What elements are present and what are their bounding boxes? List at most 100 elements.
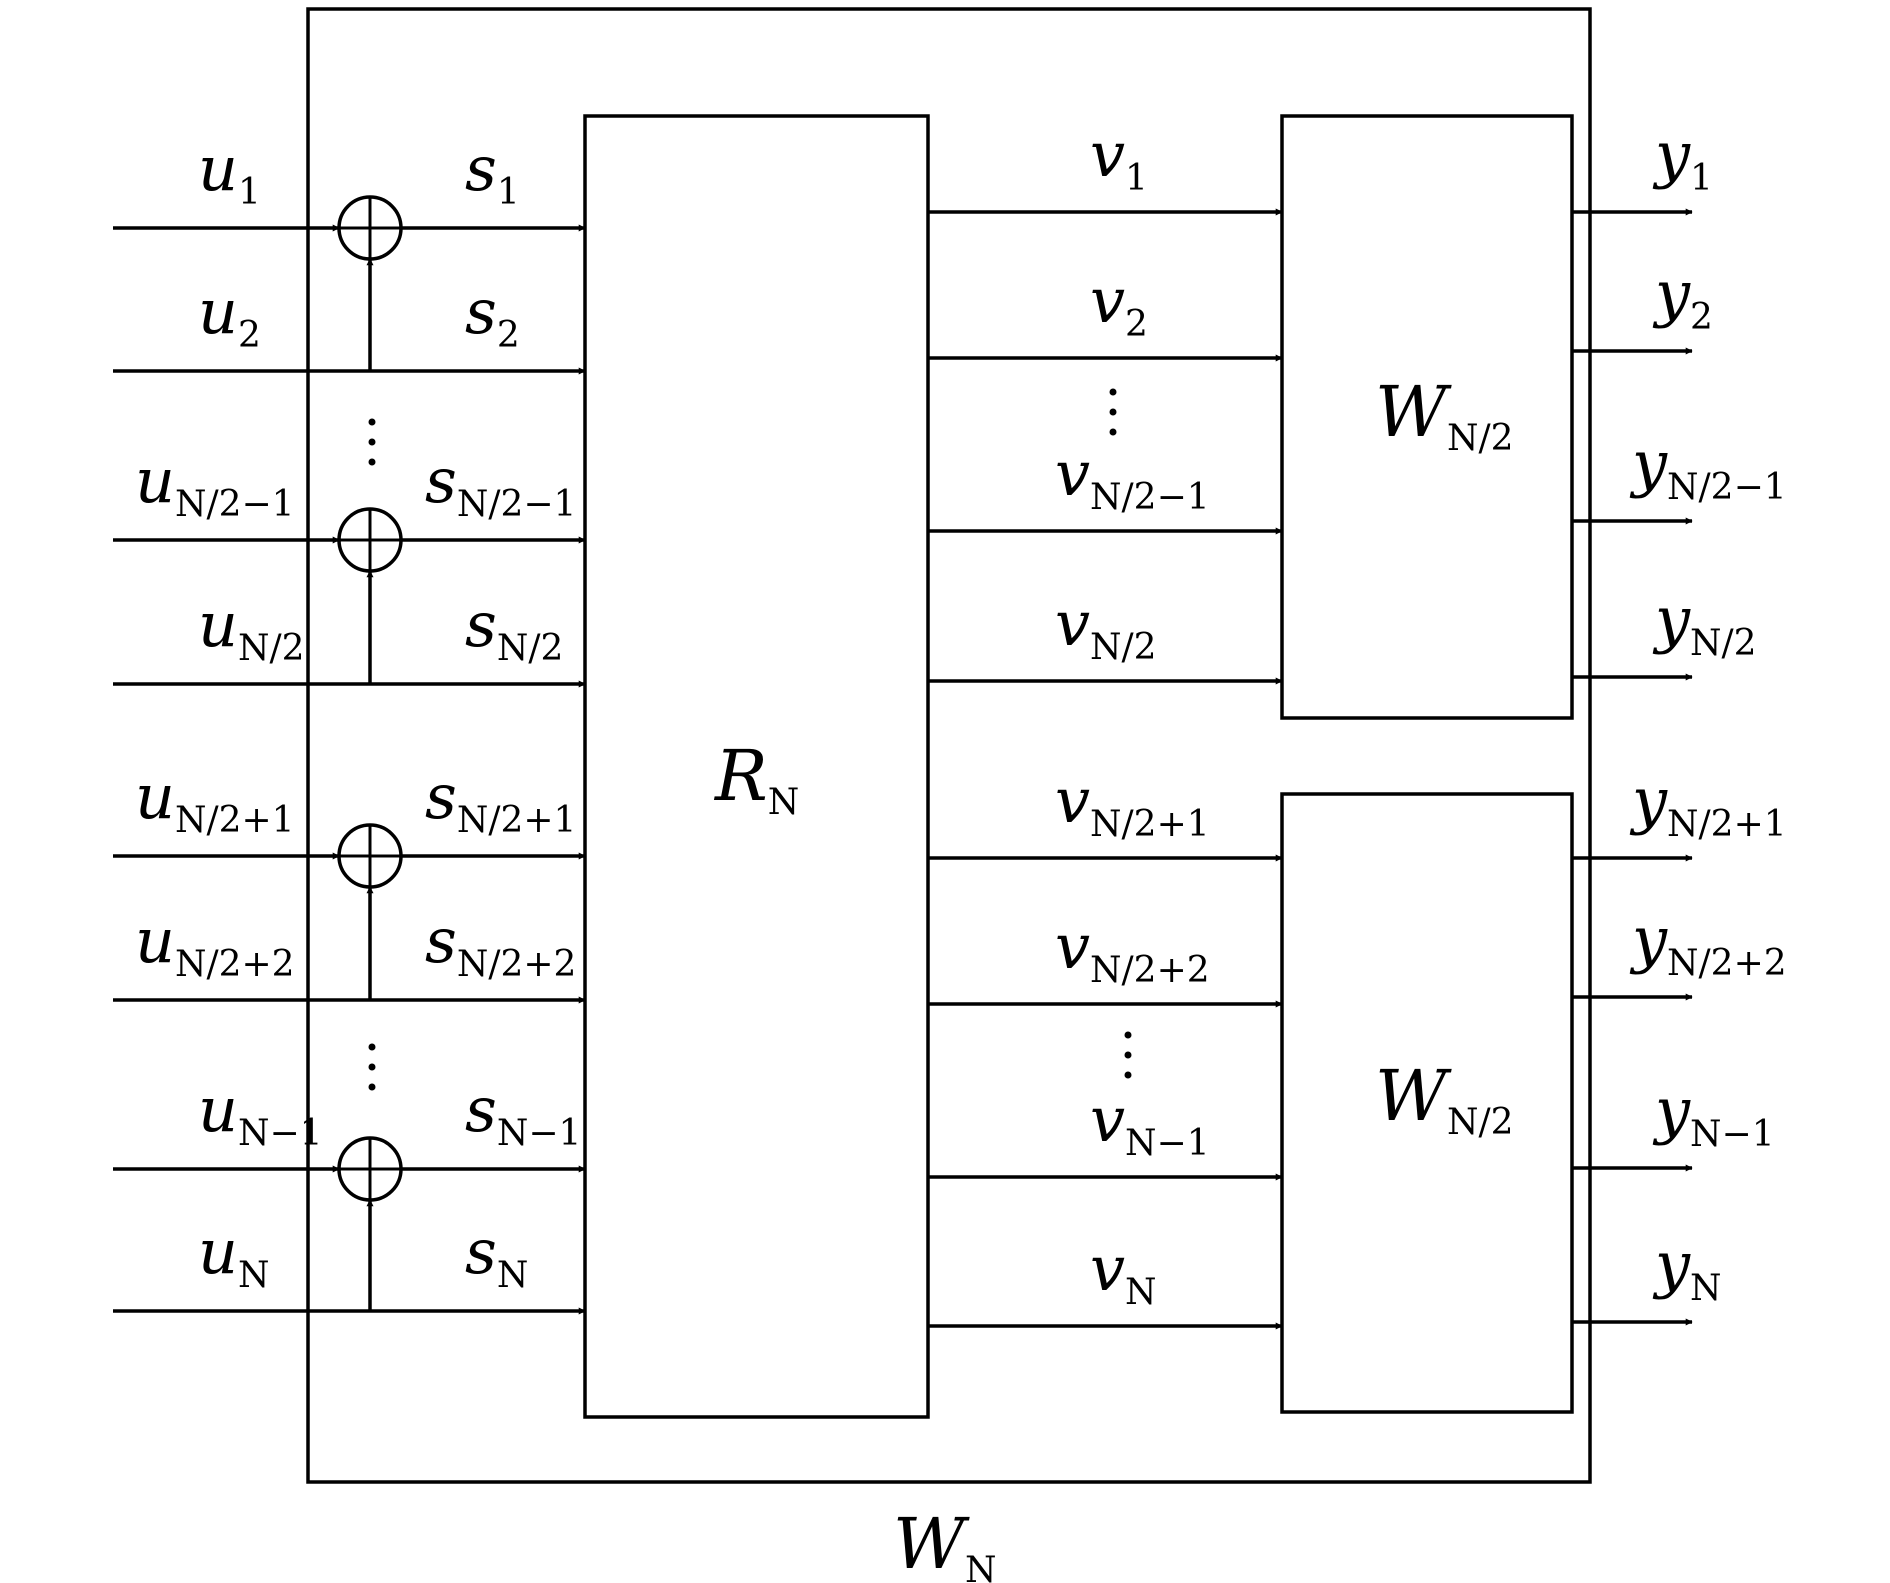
output-label-2-subscript: 2 bbox=[1690, 297, 1713, 338]
input-label-8-subscript: N bbox=[238, 1255, 270, 1296]
ellipsis-left-upper bbox=[368, 418, 376, 466]
s-label-7: sN−1 bbox=[465, 1073, 581, 1154]
xor-gate-4 bbox=[337, 1136, 403, 1202]
v-label-8-base: v bbox=[1090, 1232, 1125, 1305]
s-label-2-base: s bbox=[465, 275, 497, 348]
output-label-6-subscript: N/2+2 bbox=[1667, 943, 1787, 984]
s-label-8: sN bbox=[465, 1215, 528, 1296]
ellipsis-dot bbox=[368, 418, 376, 426]
v-label-4-subscript: N/2 bbox=[1090, 627, 1157, 668]
output-label-1-base: y bbox=[1652, 118, 1691, 191]
xor-gate-2 bbox=[337, 507, 403, 573]
v-label-7-subscript: N−1 bbox=[1125, 1123, 1210, 1164]
v-label-1-subscript: 1 bbox=[1125, 158, 1148, 199]
outer-block-label-base: W bbox=[893, 1503, 970, 1583]
ellipsis-dot bbox=[1109, 408, 1117, 416]
sub-block-upper bbox=[1280, 114, 1574, 720]
output-label-8: yN bbox=[1652, 1228, 1722, 1309]
s-label-3: sN/2−1 bbox=[425, 444, 576, 525]
v-label-3: vN/2−1 bbox=[1055, 437, 1210, 518]
output-label-3: yN/2−1 bbox=[1629, 427, 1787, 508]
ellipsis-left-lower bbox=[368, 1043, 376, 1091]
input-label-4-base: u bbox=[198, 588, 238, 661]
input-label-4: uN/2 bbox=[198, 588, 304, 669]
s-label-3-base: s bbox=[425, 444, 457, 517]
s-label-7-subscript: N−1 bbox=[497, 1113, 582, 1154]
output-label-2: y2 bbox=[1652, 257, 1713, 338]
v-label-8: vN bbox=[1090, 1232, 1157, 1313]
input-label-7: uN−1 bbox=[198, 1073, 323, 1154]
s-label-1-base: s bbox=[465, 132, 497, 205]
v-label-6-base: v bbox=[1055, 910, 1090, 983]
input-label-3-subscript: N/2−1 bbox=[175, 484, 295, 525]
xor-gate-3 bbox=[337, 823, 403, 889]
s-label-5-base: s bbox=[425, 760, 457, 833]
ellipsis-dot bbox=[368, 458, 376, 466]
v-label-8-subscript: N bbox=[1125, 1272, 1157, 1313]
s-label-2-subscript: 2 bbox=[497, 315, 520, 356]
s-label-1-subscript: 1 bbox=[497, 172, 520, 213]
output-label-7-subscript: N−1 bbox=[1690, 1114, 1775, 1155]
input-label-6-base: u bbox=[135, 904, 175, 977]
s-label-4: sN/2 bbox=[465, 588, 563, 669]
v-label-3-base: v bbox=[1055, 437, 1090, 510]
v-label-7-base: v bbox=[1090, 1083, 1125, 1156]
s-label-2: s2 bbox=[465, 275, 520, 356]
input-label-7-subscript: N−1 bbox=[238, 1113, 323, 1154]
output-label-8-base: y bbox=[1652, 1228, 1691, 1301]
output-label-5-base: y bbox=[1629, 764, 1668, 837]
s-label-1: s1 bbox=[465, 132, 520, 213]
sub-block-upper-label-base: W bbox=[1375, 371, 1452, 453]
input-label-2-base: u bbox=[198, 275, 238, 348]
input-label-8-base: u bbox=[198, 1215, 238, 1288]
ellipsis-dot bbox=[1124, 1071, 1132, 1079]
input-label-1-base: u bbox=[198, 132, 238, 205]
input-label-2-subscript: 2 bbox=[238, 315, 261, 356]
v-label-3-subscript: N/2−1 bbox=[1090, 477, 1210, 518]
s-label-5: sN/2+1 bbox=[425, 760, 576, 841]
input-label-3-base: u bbox=[135, 444, 175, 517]
permutation-block-label-base: R bbox=[713, 735, 768, 817]
ellipsis-dot bbox=[1109, 388, 1117, 396]
ellipsis-dot bbox=[1109, 428, 1117, 436]
v-label-4: vN/2 bbox=[1055, 587, 1157, 668]
s-label-8-subscript: N bbox=[497, 1255, 529, 1296]
sub-block-upper-label-subscript: N/2 bbox=[1447, 418, 1514, 459]
output-label-3-base: y bbox=[1629, 427, 1668, 500]
input-label-5-base: u bbox=[135, 760, 175, 833]
output-label-4-base: y bbox=[1652, 583, 1691, 656]
s-label-4-base: s bbox=[465, 588, 497, 661]
output-label-7-base: y bbox=[1652, 1074, 1691, 1147]
sub-block-lower-label: WN/2 bbox=[1375, 1055, 1514, 1143]
s-label-6-base: s bbox=[425, 904, 457, 977]
s-label-6-subscript: N/2+2 bbox=[457, 944, 577, 985]
output-label-7: yN−1 bbox=[1652, 1074, 1775, 1155]
v-label-4-base: v bbox=[1055, 587, 1090, 660]
s-label-3-subscript: N/2−1 bbox=[457, 484, 577, 525]
input-label-7-base: u bbox=[198, 1073, 238, 1146]
permutation-block-label-subscript: N bbox=[768, 782, 800, 823]
s-label-7-base: s bbox=[465, 1073, 497, 1146]
outer-block-wn bbox=[306, 7, 1592, 1484]
input-label-8: uN bbox=[198, 1215, 269, 1296]
outer-block-label: WN bbox=[893, 1503, 996, 1583]
s-label-5-subscript: N/2+1 bbox=[457, 800, 577, 841]
ellipsis-dot bbox=[368, 1083, 376, 1091]
wires-layer bbox=[113, 195, 1693, 1330]
input-label-3: uN/2−1 bbox=[135, 444, 295, 525]
v-label-6-subscript: N/2+2 bbox=[1090, 950, 1210, 991]
ellipsis-dot bbox=[368, 1063, 376, 1071]
input-label-1: u1 bbox=[198, 132, 261, 213]
xor-gate-1 bbox=[337, 195, 403, 261]
ellipsis-dot bbox=[1124, 1031, 1132, 1039]
s-label-6: sN/2+2 bbox=[425, 904, 576, 985]
ellipsis-mid-upper bbox=[1109, 388, 1117, 436]
input-label-4-subscript: N/2 bbox=[238, 628, 305, 669]
v-label-1-base: v bbox=[1090, 118, 1125, 191]
ellipsis-dot bbox=[368, 1043, 376, 1051]
output-label-5-subscript: N/2+1 bbox=[1667, 804, 1787, 845]
ellipsis-dot bbox=[368, 438, 376, 446]
sub-block-lower-label-subscript: N/2 bbox=[1447, 1102, 1514, 1143]
s-label-8-base: s bbox=[465, 1215, 497, 1288]
sub-block-lower bbox=[1280, 792, 1574, 1414]
